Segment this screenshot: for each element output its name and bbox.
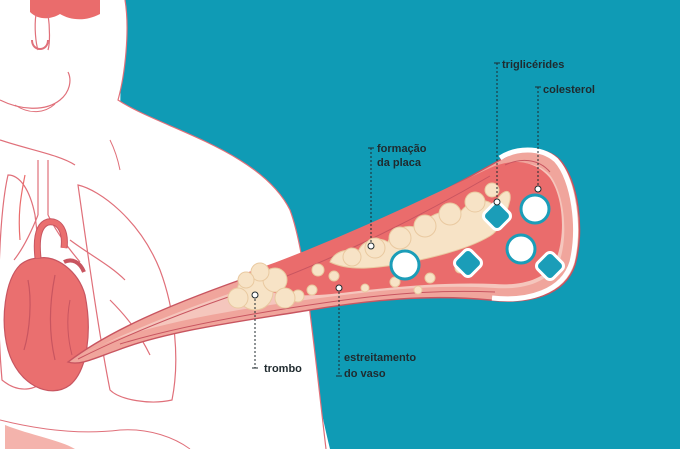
bronchiole-1: [69, 239, 126, 281]
trigliceridos-marker: [493, 198, 501, 206]
plaque-blob-7: [484, 182, 500, 198]
cholesterol-particle: [389, 249, 421, 281]
chest-line: [109, 139, 121, 171]
plaque-blob-9: [328, 270, 340, 282]
chin-line: [14, 103, 56, 113]
heart-aorta-fill: [34, 219, 67, 259]
label-formacao-2: da placa: [377, 157, 422, 169]
formacao-marker: [367, 242, 375, 250]
aorta-small: [18, 174, 26, 241]
bronchus-left: [13, 214, 39, 261]
plaque-blob-2: [364, 237, 386, 259]
lower-body-outline: [0, 419, 191, 449]
thrombus-blob-6: [237, 271, 255, 289]
sinus-shape: [30, 0, 100, 20]
trombo-marker: [251, 291, 259, 299]
estreitamento-marker: [335, 284, 343, 292]
left-shoulder-outline: [0, 139, 76, 166]
tongue: [31, 39, 49, 50]
plaque: [291, 182, 511, 303]
heart-vessel-1: [23, 279, 31, 351]
triglyceride-particle: [482, 201, 512, 231]
plaque-blob-16: [413, 285, 423, 295]
cholesterol-particle: [519, 193, 551, 225]
trachea-left: [37, 160, 49, 215]
label-estreitamento-2: do vaso: [344, 368, 386, 380]
label-trombo: trombo: [264, 363, 302, 375]
label-formacao-1: formação: [377, 143, 427, 155]
plaque-blob-3: [388, 226, 412, 250]
neck-shoulder-outline: [117, 0, 327, 449]
heart-vessel-3: [67, 299, 73, 356]
label-colesterol: colesterol: [543, 84, 595, 96]
plaque-blob-1: [342, 247, 362, 267]
plaque-blob-6: [464, 191, 486, 213]
label-trigliceridos: triglicérides: [502, 59, 564, 71]
plaque-blob-13: [424, 272, 436, 284]
colesterol-marker: [534, 185, 542, 193]
vessel-lower-stripe: [119, 290, 496, 345]
vessel-rim: [491, 147, 578, 302]
heart-vessel-2: [49, 274, 56, 361]
right-lung-outline: [77, 184, 177, 403]
cholesterol-particle: [505, 233, 537, 265]
label-estreitamento-1: estreitamento: [344, 352, 416, 364]
callouts: [251, 62, 542, 377]
heart-icon: [3, 218, 89, 392]
plaque-blob-12: [389, 276, 401, 288]
triglyceride-particles: [453, 201, 565, 281]
triglyceride-particle: [535, 251, 565, 281]
vessel-rim-inner: [504, 159, 551, 173]
cholesterol-particles: [389, 193, 551, 281]
thrombus-blob-5: [250, 262, 270, 282]
plaque-blob-10: [306, 284, 318, 296]
abdomen-shape: [5, 425, 75, 449]
thrombus-blob-2: [227, 287, 249, 309]
plaque-blob-8: [311, 263, 325, 277]
pulmonary-artery: [63, 258, 86, 273]
plaque-blob-15: [360, 283, 370, 293]
thrombus-blob-4: [274, 287, 296, 309]
plaque-blob-4: [413, 214, 437, 238]
triglyceride-particle: [453, 248, 483, 278]
plaque-blob-5: [438, 202, 462, 226]
